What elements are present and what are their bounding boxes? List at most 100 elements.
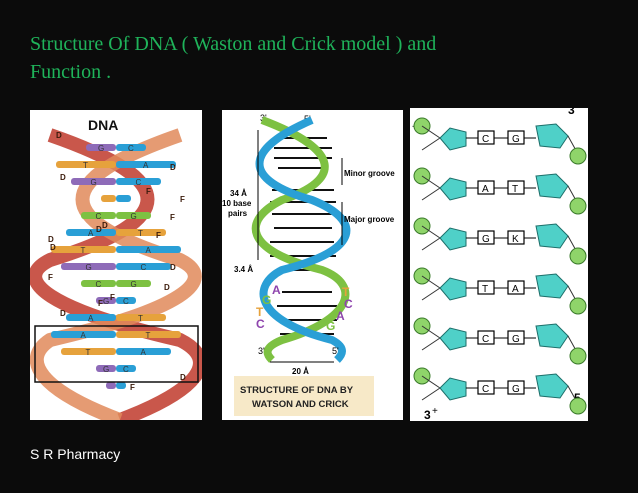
base-right-bar xyxy=(116,246,181,253)
base-right-bar xyxy=(116,178,161,185)
base-right-bar xyxy=(116,161,176,168)
base-right-bar xyxy=(116,144,146,151)
strand-letter: D xyxy=(170,163,176,172)
backbone-strand-1 xyxy=(30,128,202,420)
sugar-right xyxy=(535,323,569,349)
strand-green xyxy=(251,116,350,363)
sugar-left xyxy=(439,377,467,401)
base-right-letter: T xyxy=(138,314,143,323)
minor-groove-label: Minor groove xyxy=(344,169,395,178)
width-label: 20 Å xyxy=(292,367,309,376)
base-pair-row xyxy=(101,195,131,202)
base-left-letter: G xyxy=(91,178,97,187)
base-left-letter: C xyxy=(482,384,489,395)
base-right-letter: K xyxy=(512,234,519,245)
base-right-letter: A xyxy=(512,284,519,295)
strand-letter: F xyxy=(130,383,135,392)
letter-t-left: T xyxy=(256,305,264,319)
base-right-letter: G xyxy=(512,384,520,395)
base-right-bar xyxy=(116,229,166,236)
title-line-2: Function . xyxy=(30,61,112,83)
base-left-letter: T xyxy=(86,348,91,357)
base-left-bar xyxy=(81,212,116,219)
base-left-letter: T xyxy=(482,284,488,295)
strand-letter: F xyxy=(146,187,151,196)
phosphate-right xyxy=(569,147,587,165)
title-line-1: Structure Of DNA ( Waston and Crick mode… xyxy=(30,33,437,55)
letter-c-left: C xyxy=(256,317,265,331)
base-right-letter: A xyxy=(146,246,152,255)
base-left-letter: C xyxy=(482,134,489,145)
sugar-right xyxy=(535,123,569,149)
major-groove-label: Major groove xyxy=(344,215,395,224)
base-left-letter: T xyxy=(81,246,86,255)
base-right-letter: G xyxy=(131,212,137,221)
base-left-letter: T xyxy=(83,161,88,170)
dim-base: 10 base xyxy=(222,199,252,208)
letter-g-left: G xyxy=(262,293,271,307)
phosphate-right xyxy=(569,397,587,415)
base-right-bar xyxy=(116,348,171,355)
phosphate-right xyxy=(569,297,587,315)
strand-letter: F xyxy=(98,299,103,308)
base-right-bar xyxy=(116,263,171,270)
base-right-letter: A xyxy=(143,161,149,170)
base-left-letter: A xyxy=(482,184,489,195)
base-left-letter: C xyxy=(96,212,102,221)
base-left-letter: A xyxy=(88,314,94,323)
base-left-letter: C xyxy=(96,280,102,289)
base-left-bar xyxy=(61,263,116,270)
footer-credit: S R Pharmacy xyxy=(30,446,121,462)
strand-letter: D xyxy=(164,283,170,292)
plus-bottom: + xyxy=(432,406,438,417)
panel1-heading: DNA xyxy=(88,117,118,133)
base-right-letter: C xyxy=(136,178,142,187)
strand-letter: F xyxy=(180,195,185,204)
strand-letter: F xyxy=(48,273,53,282)
base-right-letter: G xyxy=(131,280,137,289)
strand-letter: D xyxy=(60,309,66,318)
watson-crick-svg: 3' 5' 34 Å 10 base pairs 3.4 Å Minor gro… xyxy=(222,113,395,416)
phosphate-right xyxy=(569,347,587,365)
base-left-letter: G xyxy=(103,365,109,374)
base-left-bar xyxy=(66,229,116,236)
base-left-letter: G xyxy=(86,263,92,272)
base-left-letter: G xyxy=(482,234,490,245)
letter-t-right: T xyxy=(342,285,350,299)
strand-blue xyxy=(255,116,351,363)
sugar-right xyxy=(535,223,569,249)
backbone-strand-2 xyxy=(30,128,202,420)
base-right-bar xyxy=(116,331,181,338)
slide-title: Structure Of DNA ( Waston and Crick mode… xyxy=(30,30,610,86)
strand-letter: D xyxy=(56,131,62,140)
base-pair-row xyxy=(106,382,126,389)
base-left-bar xyxy=(101,195,116,202)
base-left-letter: G xyxy=(103,297,109,306)
strand-letter: F xyxy=(156,231,161,240)
base-left-letter: G xyxy=(98,144,104,153)
base-left-bar xyxy=(86,144,116,151)
sugar-left xyxy=(439,127,467,151)
strand-letter: F xyxy=(170,213,175,222)
base-left-bar xyxy=(51,331,116,338)
letter-c-right: C xyxy=(344,297,353,311)
base-left-bar xyxy=(106,382,116,389)
base-left-bar xyxy=(71,178,116,185)
caption-line-2: WATSON AND CRICK xyxy=(252,399,349,410)
phosphate-right xyxy=(569,247,587,265)
letter-a-top: A xyxy=(272,283,281,297)
